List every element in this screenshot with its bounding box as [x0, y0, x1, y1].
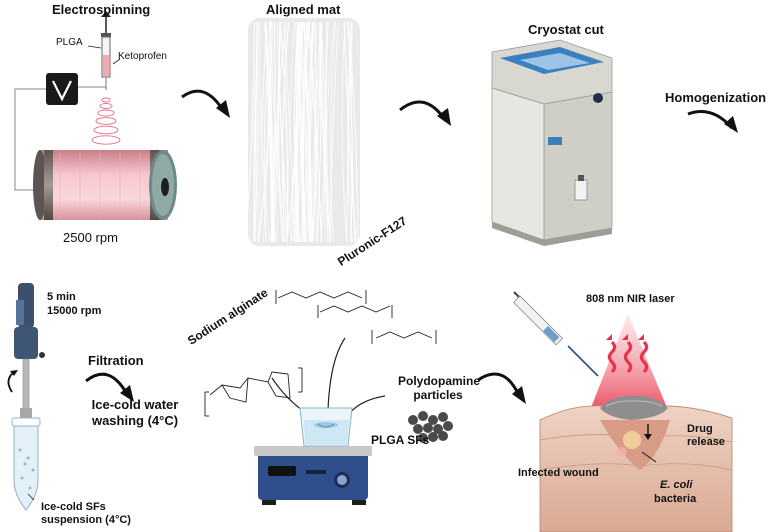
- fiber: [305, 21, 318, 243]
- infected-wound-label: Infected wound: [518, 467, 599, 479]
- magnetic-stirrer: [254, 446, 372, 505]
- fiber: [245, 21, 256, 243]
- fiber: [350, 21, 356, 243]
- fiber: [265, 21, 273, 243]
- cryostat-machine: [491, 39, 613, 246]
- nir-laser-label: 808 nm NIR laser: [586, 293, 675, 305]
- fiber: [325, 21, 331, 243]
- fiber: [263, 21, 272, 243]
- arrow-head: [120, 385, 134, 402]
- washing-label: Ice-cold water washing (4°C): [91, 397, 179, 428]
- fiber: [302, 21, 308, 243]
- alginate-structure: [204, 367, 303, 417]
- collector-rpm-label: 2500 rpm: [63, 230, 118, 245]
- fiber: [310, 21, 322, 243]
- fiber: [282, 21, 290, 243]
- beaker: [299, 407, 353, 447]
- fiber: [286, 21, 295, 243]
- fiber: [258, 21, 267, 243]
- filtration-label: Filtration: [88, 353, 144, 368]
- aligned-mat: [245, 18, 360, 246]
- fiber: [329, 21, 337, 243]
- fiber: [308, 21, 322, 243]
- homogenization-title: Homogenization: [665, 90, 767, 105]
- homogenizer: [7, 283, 45, 511]
- injection-syringe: [513, 291, 599, 377]
- suspension-label: Ice-cold SFs suspension (4°C): [41, 501, 131, 526]
- arrow-head: [216, 100, 230, 118]
- polydopamine-label: Polydopamine particles: [398, 374, 481, 402]
- homogenization-rpm: 15000 rpm: [47, 305, 102, 317]
- arrow-head: [512, 386, 526, 404]
- voltage-source: V: [52, 75, 77, 102]
- plga-sfs-label: PLGA SFs: [371, 433, 430, 447]
- cryostat-title: Cryostat cut: [528, 22, 604, 37]
- arrow-head: [724, 116, 738, 133]
- electrospinning-title: Electrospinning: [52, 2, 151, 17]
- ecoli-label: E. coli: [660, 479, 693, 491]
- fiber: [325, 21, 329, 243]
- ketoprofen-label: Ketoprofen: [118, 51, 167, 62]
- fiber: [341, 21, 348, 243]
- plga-label: PLGA: [56, 37, 83, 48]
- fiber: [301, 21, 309, 243]
- arrow-head: [437, 108, 451, 126]
- fiber: [273, 21, 287, 243]
- fiber: [347, 21, 353, 243]
- electrospinning-setup: [14, 11, 177, 220]
- pluronic-structure: [275, 290, 437, 344]
- fiber: [329, 21, 339, 243]
- wound-site: [539, 314, 733, 532]
- fiber: [277, 21, 284, 243]
- fiber: [320, 21, 326, 243]
- fiber: [286, 21, 299, 243]
- homogenization-time: 5 min: [47, 291, 76, 303]
- bacteria-label: bacteria: [654, 493, 697, 505]
- fiber: [253, 21, 258, 243]
- polydopamine-particles: [408, 411, 453, 443]
- aligned-mat-title: Aligned mat: [266, 2, 341, 17]
- fiber: [258, 21, 271, 243]
- drug-release-label: Drug release: [687, 423, 725, 448]
